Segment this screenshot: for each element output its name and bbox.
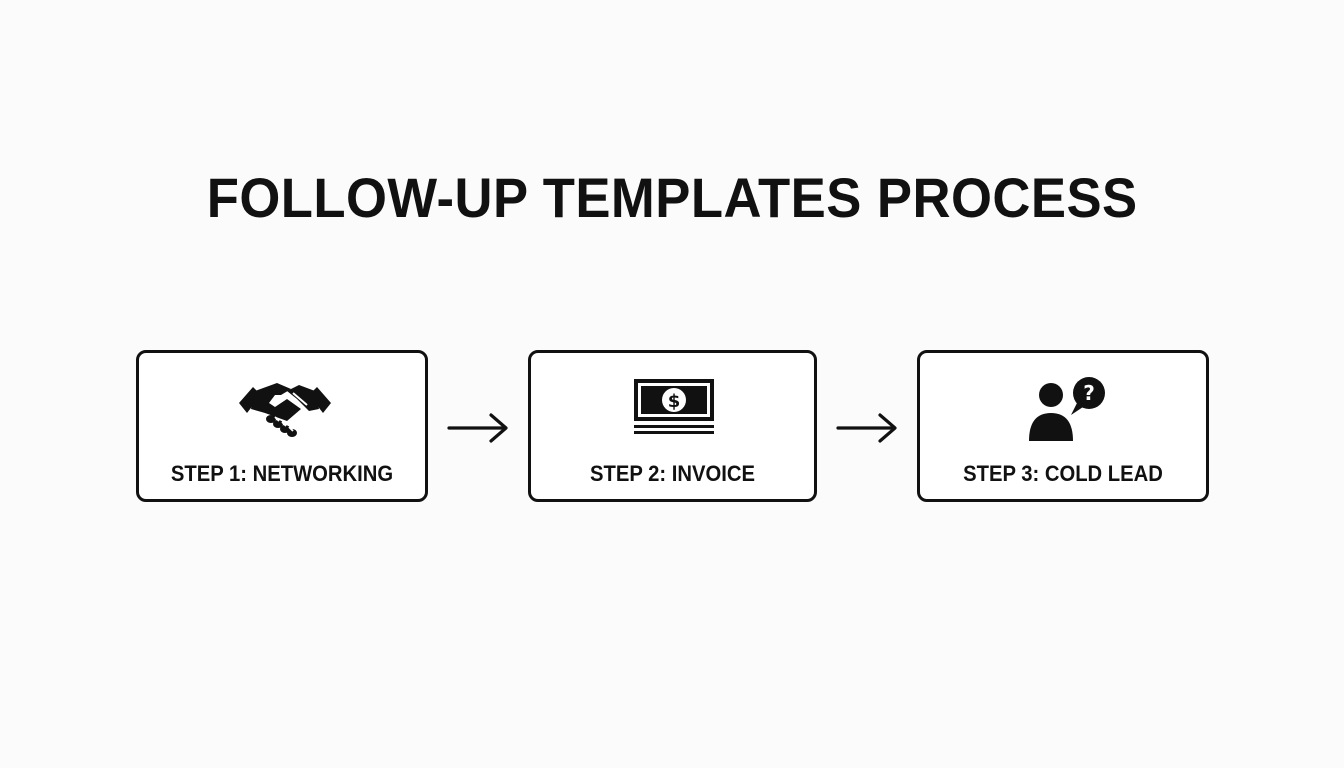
step-box-invoice: $ STEP 2: INVOICE xyxy=(528,350,817,502)
diagram-title: FOLLOW-UP TEMPLATES PROCESS xyxy=(206,166,1138,229)
step-box-cold-lead: ? STEP 3: COLD LEAD xyxy=(917,350,1209,502)
arrow-right-icon xyxy=(447,410,509,446)
svg-text:$: $ xyxy=(668,391,681,412)
handshake-icon xyxy=(235,373,335,443)
arrow-right-icon xyxy=(836,410,898,446)
step-box-networking: STEP 1: NETWORKING xyxy=(136,350,428,502)
step-label: STEP 1: NETWORKING xyxy=(170,461,394,486)
svg-text:?: ? xyxy=(1083,381,1095,405)
step-label: STEP 3: COLD LEAD xyxy=(963,461,1163,486)
person-question-icon: ? xyxy=(1021,373,1111,443)
step-label: STEP 2: INVOICE xyxy=(590,461,755,486)
dollar-bill-icon: $ xyxy=(629,373,719,443)
